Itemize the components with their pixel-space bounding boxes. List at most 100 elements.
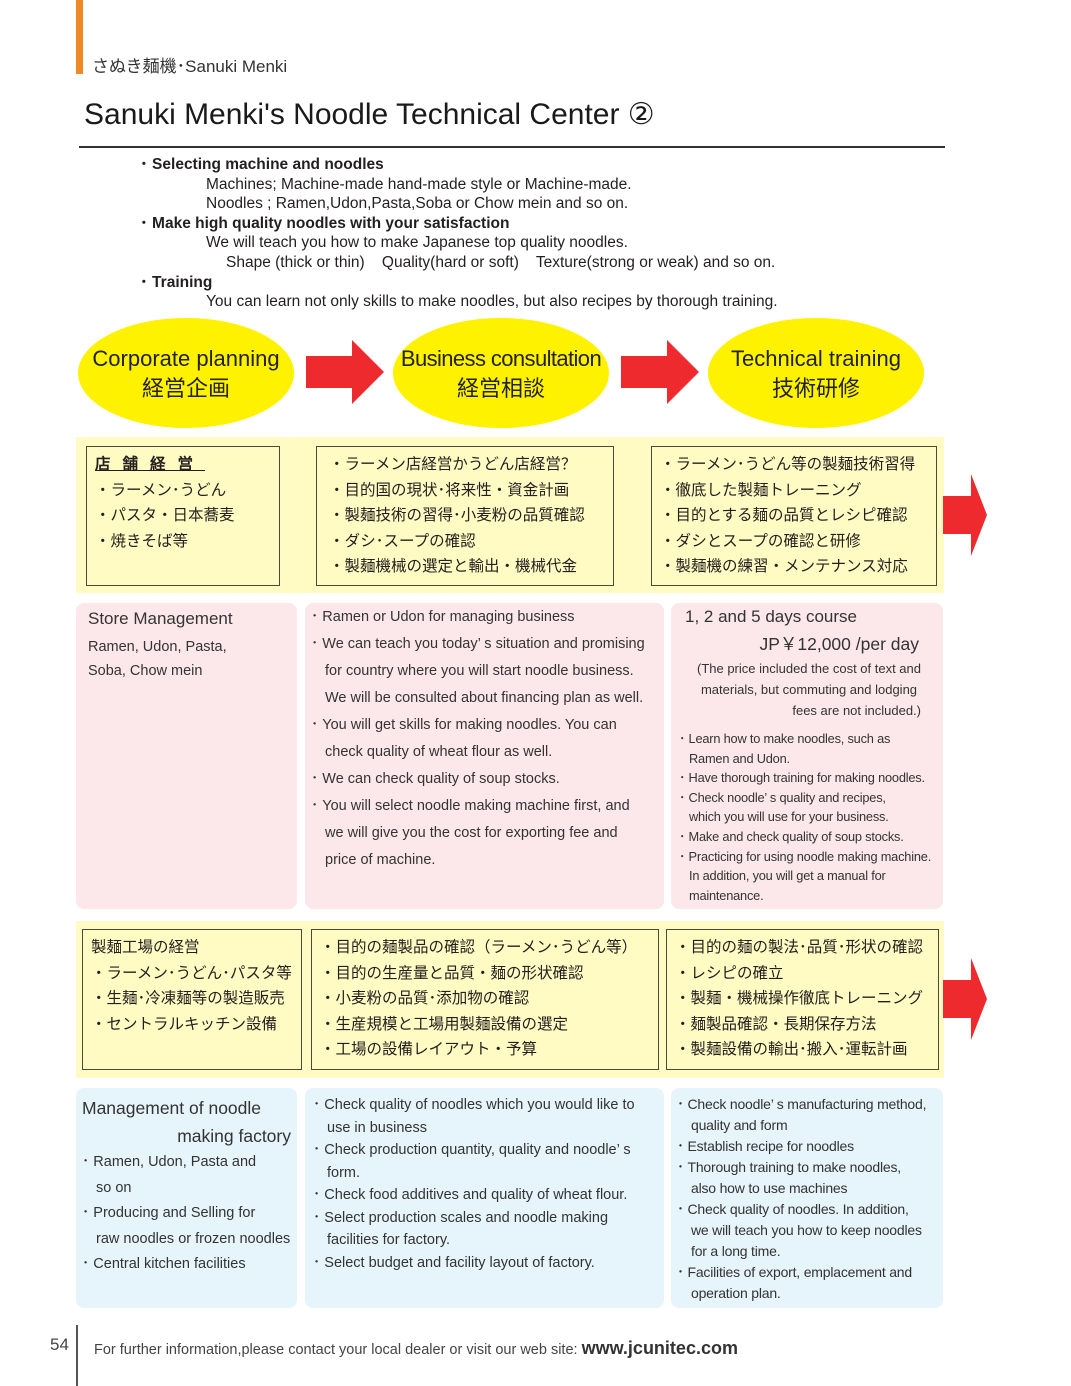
text-line: ･ Check production quantity, quality and…	[313, 1142, 631, 1158]
text-line: raw noodles or frozen noodles	[96, 1230, 291, 1247]
text-line: ･ Select budget and facility layout of f…	[313, 1254, 595, 1271]
en-cell-consultation: ･ Ramen or Udon for managing business･ W…	[305, 603, 664, 909]
text-line: making factory	[177, 1126, 291, 1146]
brand-label: さぬき麺機･Sanuki Menki	[92, 57, 288, 76]
text-line: Management of noodle	[82, 1098, 262, 1118]
course-price: JP￥12,000 /per day	[759, 634, 919, 654]
jp-item: ・パスタ・日本蕎麦	[95, 507, 235, 525]
intro-line: We will teach you how to make Japanese t…	[206, 234, 628, 252]
jp-item: ・焼きそば等	[95, 532, 189, 550]
intro-heading: ･ Selecting machine and noodles	[140, 156, 384, 173]
text-line: also how to use machines	[691, 1180, 848, 1196]
text-line: operation plan.	[691, 1285, 781, 1301]
arrow-right-icon	[306, 340, 384, 404]
text-line: ・生麺･冷凍麺等の製造販売	[91, 990, 285, 1008]
text-line: Ramen and Udon.	[689, 750, 790, 766]
jp-item: ・目的とする麺の品質とレシピ確認	[660, 507, 908, 525]
accent-bar	[76, 0, 83, 74]
text-line: ･ Producing and Selling for	[82, 1205, 256, 1221]
text-line: ・製麺設備の輸出･搬入･運転計画	[675, 1041, 908, 1059]
text-line: which you will use for your business.	[689, 809, 889, 825]
jp-box-store: 店舗経営 ・ラーメン･うどん ・パスタ・日本蕎麦 ・焼きそば等	[86, 446, 280, 586]
text-line: quality and form	[691, 1117, 788, 1133]
text-line: ・レシピの確立	[675, 964, 784, 982]
intro-line: You can learn not only skills to make no…	[206, 293, 778, 311]
text-line: facilities for factory.	[327, 1232, 451, 1248]
step-corporate-planning: Corporate planning 経営企画	[78, 318, 294, 428]
text-line: In addition, you will get a manual for	[689, 868, 886, 884]
text-line: we will give you the cost for exporting …	[325, 825, 618, 841]
text-line: ・小麦粉の品質･添加物の確認	[320, 990, 530, 1008]
step-label: Corporate planning	[92, 346, 280, 371]
text-line: for a long time.	[691, 1243, 781, 1259]
text-line: ･ Ramen, Udon, Pasta and	[82, 1154, 257, 1170]
arrow-right-icon	[943, 958, 987, 1040]
cell-line: Ramen, Udon, Pasta,	[88, 639, 227, 655]
text-line: ・目的の麺の製法･品質･形状の確認	[675, 939, 924, 956]
text-line: ･ Thorough training to make noodles,	[677, 1159, 901, 1175]
page-number: 54	[50, 1335, 69, 1354]
cell-line: Soba, Chow mein	[88, 663, 203, 679]
footer-text: For further information,please contact y…	[94, 1342, 578, 1358]
page-title: Sanuki Menki's Noodle Technical Center ②	[84, 98, 655, 131]
jp-box-training: ・ラーメン･うどん等の製麺技術習得 ・徹底した製麺トレーニング ・目的とする麺の…	[651, 446, 937, 586]
jp-item: ・ラーメン店経営かうどん店経営？	[329, 456, 577, 473]
en-cell-factory-consultation: ･ Check quality of noodles which you wou…	[305, 1088, 664, 1308]
text-line: form.	[327, 1164, 361, 1181]
price-note: materials, but commuting and lodging	[700, 682, 918, 697]
jp-item: ・製麺技術の習得･小麦粉の品質確認	[329, 507, 585, 525]
jp-item: ・製麺機の練習・メンテナンス対応	[660, 558, 908, 576]
arrow-right-icon	[943, 474, 987, 556]
text-line: ・セントラルキッチン設備	[91, 1015, 278, 1033]
text-line: ・生産規模と工場用製麺設備の選定	[320, 1015, 569, 1033]
text-line: ・製麺・機械操作徹底トレーニング	[675, 990, 924, 1008]
en-cell-factory-training: ･ Check noodle’ s manufacturing method,q…	[671, 1088, 943, 1308]
text-line: use in business	[327, 1119, 427, 1136]
text-line: ･ You will get skills for making noodles…	[311, 717, 617, 733]
text-line: ･ Check quality of noodles which you wou…	[313, 1097, 635, 1113]
text-line: ･ Check quality of noodles. In addition,	[677, 1201, 909, 1217]
text-line: so on	[96, 1179, 132, 1196]
en-cell-factory: Management of noodle making factory ･ Rame…	[76, 1088, 297, 1308]
en-cell-training: 1, 2 and 5 days course JP￥12,000 /per da…	[671, 603, 943, 909]
text-line: ･ We can check quality of soup stocks.	[311, 771, 560, 787]
text-line: We will be consulted about financing pla…	[325, 690, 644, 706]
text-line: ・麺製品確認・長期保存方法	[675, 1015, 877, 1033]
footer-note: For further information,please contact y…	[94, 1338, 738, 1359]
jp-item: ・目的国の現状･将来性・資金計画	[329, 481, 570, 499]
text-line: we will teach you how to keep noodles	[691, 1222, 922, 1238]
text-line: 製麺工場の経営	[91, 939, 200, 956]
arrow-right-icon	[621, 340, 699, 404]
text-line: price of machine.	[325, 852, 436, 868]
jp-box-factory-consultation: ・目的の麺製品の確認（ラーメン･うどん等）・目的の生産量と品質・麺の形状確認・小…	[311, 929, 659, 1070]
price-note: fees are not included.)	[792, 703, 921, 718]
step-label-ja: 技術研修	[771, 376, 860, 401]
step-label: Business consultation	[400, 346, 602, 371]
jp-box-consultation: ・ラーメン店経営かうどん店経営？ ・目的国の現状･将来性・資金計画 ・製麺技術の…	[316, 446, 614, 586]
en-cell-store: Store Management Ramen, Udon, Pasta, Sob…	[76, 603, 297, 909]
jp-item: ・徹底した製麺トレーニング	[660, 481, 862, 499]
text-line: ･ Practicing for using noodle making mac…	[679, 848, 932, 864]
text-line: ･ Check noodle’ s quality and recipes,	[679, 789, 886, 805]
jp-box-heading: 店舗経営	[95, 456, 206, 473]
text-line: ・工場の設備レイアウト・予算	[320, 1041, 538, 1059]
jp-item: ・ラーメン･うどん等の製麺技術習得	[660, 456, 916, 473]
website-link[interactable]: www.jcunitec.com	[581, 1338, 738, 1358]
intro-heading: ･ Training	[140, 273, 213, 291]
jp-box-factory-training: ・目的の麺の製法･品質･形状の確認・レシピの確立・製麺・機械操作徹底トレーニング…	[666, 929, 939, 1070]
footer-divider	[76, 1325, 78, 1386]
step-label-ja: 経営企画	[141, 376, 230, 401]
text-line: ・ラーメン･うどん･パスタ等	[91, 964, 292, 982]
step-technical-training: Technical training 技術研修	[708, 318, 924, 428]
intro-line: Machines; Machine-made hand-made style o…	[206, 175, 632, 193]
jp-item: ・ダシとスープの確認と研修	[660, 532, 861, 550]
text-line: ･ Make and check quality of soup stocks.	[679, 828, 904, 844]
divider	[79, 146, 945, 148]
jp-item: ・ダシ･スープの確認	[329, 532, 476, 550]
text-line: ･ Central kitchen facilities	[82, 1256, 246, 1272]
price-note: (The price included the cost of text and	[696, 661, 921, 676]
step-label: Technical training	[731, 346, 901, 371]
text-line: ･ Check food additives and quality of wh…	[313, 1187, 628, 1203]
